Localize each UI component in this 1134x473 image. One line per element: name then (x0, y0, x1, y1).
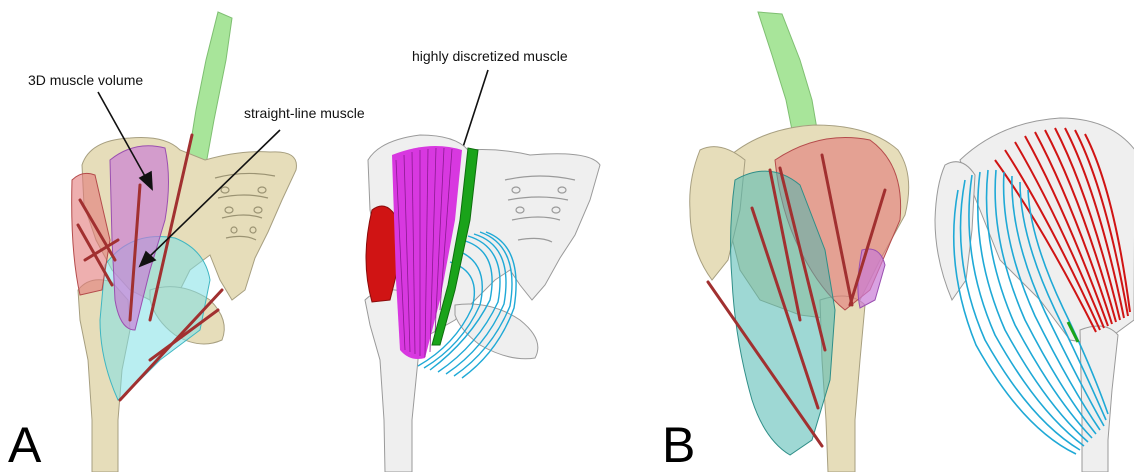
panel-letter-a: A (8, 420, 41, 470)
label-3d-muscle-volume: 3D muscle volume (28, 72, 143, 88)
spine-segment-b (758, 12, 818, 140)
panel-letter-b: B (662, 420, 695, 470)
magenta-muscle-volume-b (858, 249, 885, 308)
panel-b-discretized-model (935, 118, 1134, 472)
label-straight-line-muscle: straight-line muscle (244, 105, 365, 121)
panel-b-volume-model (690, 12, 909, 472)
spine-segment (186, 12, 232, 172)
label-highly-discretized-muscle: highly discretized muscle (412, 48, 568, 64)
femur-bone-white-b (1080, 326, 1118, 472)
panel-a-discretized-model (365, 135, 600, 472)
